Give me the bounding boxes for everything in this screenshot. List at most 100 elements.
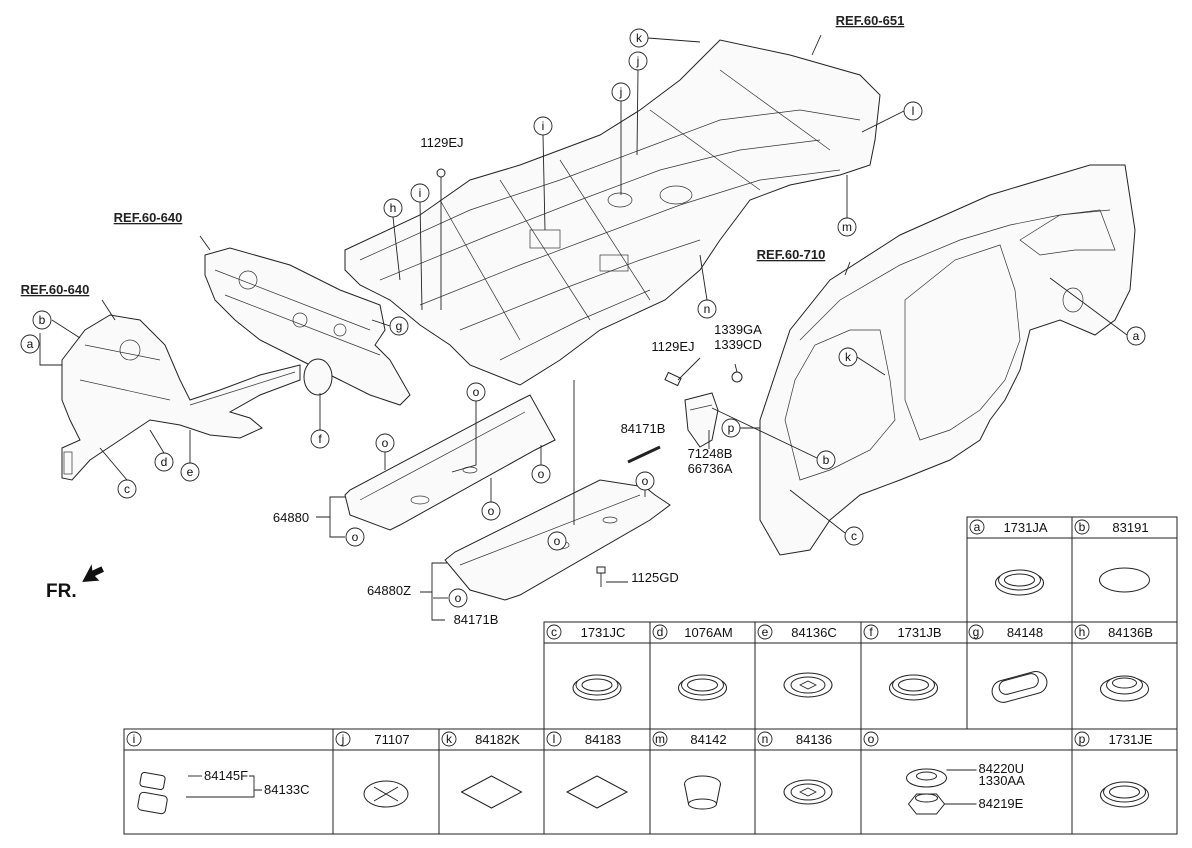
callout-b-27: b xyxy=(816,450,836,470)
front-side-member xyxy=(61,314,301,481)
table-code-d: 1076AM xyxy=(684,625,732,640)
table-letter-g-letter: g xyxy=(973,625,980,639)
callout-b-1: b xyxy=(32,310,52,330)
pn-1129ej-top: 1129EJ xyxy=(420,135,463,150)
ref-60-640-a: REF.60-640 xyxy=(114,210,183,225)
pn-71248b: 71248B xyxy=(688,446,733,461)
bolt-1129ej-top xyxy=(436,168,446,310)
table-code-h: 84136B xyxy=(1108,625,1153,640)
callout-o-23-letter: o xyxy=(455,591,462,605)
callout-m-14: m xyxy=(837,217,857,237)
callout-i-9-letter: i xyxy=(542,119,545,133)
callout-o-19-letter: o xyxy=(642,474,649,488)
table-letter-l-letter: l xyxy=(553,732,556,746)
table-code-l: 84183 xyxy=(585,732,621,747)
table-letter-j: j xyxy=(335,731,351,747)
callout-o-20: o xyxy=(481,501,501,521)
table-letter-m-letter: m xyxy=(655,732,665,746)
table-sub-1330aa: 1330AA xyxy=(979,773,1026,788)
pn-64880z: 64880Z xyxy=(367,583,411,598)
callout-a-0: a xyxy=(20,334,40,354)
callout-j-10-letter: j xyxy=(619,85,623,99)
callout-c-28: c xyxy=(844,526,864,546)
nut-1339ga xyxy=(731,371,743,383)
pn-84171b-bot: 84171B xyxy=(454,612,499,627)
callout-a-24: a xyxy=(1126,326,1146,346)
under-cover-64880 xyxy=(344,394,556,531)
table-code-c: 1731JC xyxy=(581,625,626,640)
callout-b-27-letter: b xyxy=(823,453,830,467)
callout-d-3-letter: d xyxy=(161,455,168,469)
callout-c-2-letter: c xyxy=(124,482,130,496)
callout-o-20-letter: o xyxy=(488,504,495,518)
pn-84171b-top: 84171B xyxy=(621,421,666,436)
table-cell-g: g 84148 xyxy=(968,624,1048,703)
table-letter-j-letter: j xyxy=(341,732,345,746)
callout-p-26-letter: p xyxy=(728,421,735,435)
callout-m-14-letter: m xyxy=(842,220,852,234)
table-letter-k-letter: k xyxy=(446,732,453,746)
callout-k-25-letter: k xyxy=(845,350,852,364)
callout-c-28-letter: c xyxy=(851,529,857,543)
pn-1129ej-mid: 1129EJ xyxy=(651,339,694,354)
callout-o-18: o xyxy=(531,464,551,484)
bracket-71248b xyxy=(684,392,719,448)
callout-o-21: o xyxy=(345,527,365,547)
table-letter-f-letter: f xyxy=(869,625,873,639)
callout-o-18-letter: o xyxy=(538,467,545,481)
table-letter-h-letter: h xyxy=(1079,625,1086,639)
table-letter-d-letter: d xyxy=(657,625,664,639)
pn-64880: 64880 xyxy=(273,510,309,525)
table-code-n: 84136 xyxy=(796,732,832,747)
ref-60-651: REF.60-651 xyxy=(836,13,905,28)
callout-n-15-letter: n xyxy=(704,302,711,316)
table-cell-h: h 84136B xyxy=(1074,624,1153,702)
table-letter-g: g xyxy=(968,624,984,640)
bolt-1125gd xyxy=(596,566,606,587)
ref-60-640-b: REF.60-640 xyxy=(21,282,90,297)
table-code-e: 84136C xyxy=(791,625,837,640)
callout-g-6-letter: g xyxy=(396,319,403,333)
table-letter-i: i xyxy=(126,731,142,747)
table-code-g: 84148 xyxy=(1007,625,1043,640)
callout-a-0-letter: a xyxy=(27,337,34,351)
callout-j-10: j xyxy=(611,82,631,102)
table-letter-n: n xyxy=(757,731,773,747)
table-letter-e-letter: e xyxy=(762,625,769,639)
table-cell-e: e 84136C xyxy=(757,624,837,698)
body-side-panel xyxy=(759,164,1136,556)
callout-k-12-letter: k xyxy=(636,31,643,45)
table-sub-84219e: 84219E xyxy=(979,796,1024,811)
callout-l-13: l xyxy=(903,101,923,121)
part-number-labels: 1129EJ1129EJ1339GA1339CD84171B71248B6673… xyxy=(273,135,762,627)
callout-f-5-letter: f xyxy=(318,432,322,446)
callout-i-8: i xyxy=(410,183,430,203)
table-letter-b-letter: b xyxy=(1079,520,1086,534)
table-letter-l: l xyxy=(546,731,562,747)
table-letter-h: h xyxy=(1074,624,1090,640)
pn-1339cd: 1339CD xyxy=(714,337,762,352)
callout-b-1-letter: b xyxy=(39,313,46,327)
table-letter-a-letter: a xyxy=(974,520,981,534)
table-letter-p: p xyxy=(1074,731,1090,747)
table-letter-m: m xyxy=(652,731,668,747)
table-letter-e: e xyxy=(757,624,773,640)
parts-table xyxy=(123,516,1178,835)
pn-66736a: 66736A xyxy=(688,461,733,476)
callout-i-9: i xyxy=(533,116,553,136)
table-letter-a: a xyxy=(969,519,985,535)
table-sub-84145f: 84145F xyxy=(204,768,248,783)
